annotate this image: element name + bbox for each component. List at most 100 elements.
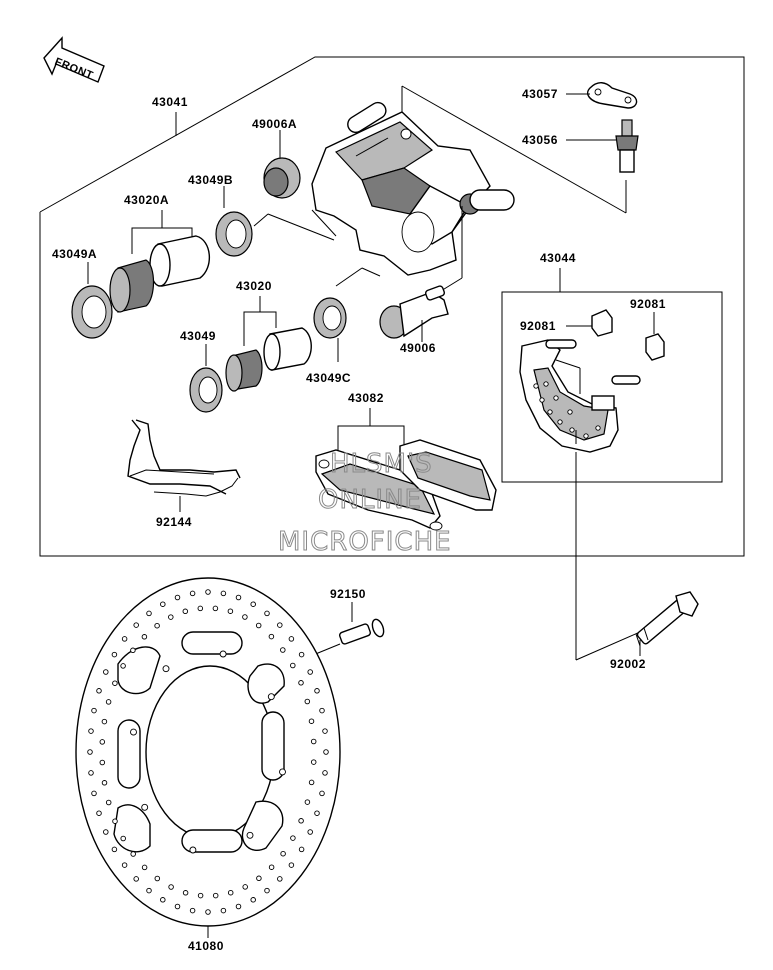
drill-hole <box>103 829 109 835</box>
drill-hole <box>319 790 325 797</box>
drill-hole <box>189 907 196 914</box>
drill-hole <box>130 647 136 654</box>
drill-hole <box>88 770 94 776</box>
drill-hole <box>162 665 170 673</box>
drill-hole <box>160 897 166 903</box>
drill-hole <box>219 650 227 658</box>
drill-hole <box>189 590 196 597</box>
label-43082: 43082 <box>348 391 384 405</box>
drill-hole <box>264 610 270 617</box>
label-43056: 43056 <box>522 133 558 147</box>
drill-hole <box>290 662 296 669</box>
drill-hole <box>96 810 102 816</box>
drill-hole <box>205 589 211 595</box>
drill-hole <box>141 803 149 811</box>
drill-hole <box>235 594 242 601</box>
drill-hole <box>101 718 108 725</box>
drill-hole <box>212 892 219 899</box>
watermark-line-3: MICROFICHE <box>278 527 452 557</box>
drill-hole <box>314 810 320 816</box>
caliper-body <box>311 85 627 295</box>
part-labels: 43041 49006A 43049B 43020A 43049A 43020 … <box>52 87 666 953</box>
drill-hole <box>220 590 227 597</box>
drill-hole <box>246 831 254 839</box>
drill-hole <box>111 651 118 658</box>
label-43049c: 43049C <box>306 371 351 385</box>
drill-hole <box>288 636 295 642</box>
drill-hole <box>220 907 227 914</box>
drill-hole <box>133 622 139 628</box>
brake-disc-41080 <box>75 577 341 938</box>
drill-hole <box>307 829 313 835</box>
guide-pin-49006 <box>379 285 449 342</box>
caliper-assembly-outline <box>39 56 745 557</box>
clip-92081-right <box>645 312 665 361</box>
drill-hole <box>298 846 305 853</box>
drill-hole <box>160 601 166 607</box>
drill-hole <box>307 669 313 675</box>
disc-vent-slots <box>113 631 285 853</box>
drill-hole <box>96 688 102 694</box>
bracket-holes <box>533 381 601 439</box>
drill-hole <box>120 835 126 842</box>
drill-hole <box>168 884 174 890</box>
brake-pads-43082 <box>315 408 497 531</box>
drill-hole <box>308 718 315 724</box>
drill-hole <box>88 728 94 734</box>
drill-hole <box>174 903 181 910</box>
watermark: HLSM'S ONLINE MICROFICHE <box>278 449 452 558</box>
label-43044: 43044 <box>540 251 576 265</box>
drill-hole <box>235 903 242 910</box>
drill-hole <box>121 636 128 642</box>
drill-hole <box>101 780 108 786</box>
drill-hole <box>290 835 296 841</box>
drill-hole <box>130 851 136 857</box>
boot-49006a <box>263 130 301 199</box>
label-43041: 43041 <box>152 95 188 109</box>
drill-hole <box>323 749 329 755</box>
drill-hole <box>242 614 248 620</box>
drill-hole <box>298 651 305 658</box>
drill-hole <box>205 909 211 915</box>
drill-hole <box>250 601 256 607</box>
drill-hole <box>121 862 128 868</box>
drill-hole <box>268 864 275 870</box>
label-92081-right: 92081 <box>630 297 666 311</box>
drill-hole <box>277 622 283 628</box>
pad-spring-92144 <box>127 419 241 512</box>
drill-hole <box>189 846 197 854</box>
seal-43049b <box>215 186 335 257</box>
drill-hole <box>227 608 234 614</box>
drill-hole <box>91 790 97 797</box>
drill-hole <box>277 876 283 882</box>
drill-hole <box>279 768 286 776</box>
drill-hole <box>314 688 320 694</box>
label-92081-left: 92081 <box>520 319 556 333</box>
drill-hole <box>250 897 256 903</box>
label-49006a: 49006A <box>252 117 297 131</box>
bleeder-cap <box>566 82 638 109</box>
drill-hole <box>168 614 174 620</box>
drill-hole <box>310 738 317 745</box>
label-41080: 41080 <box>188 939 224 953</box>
drill-hole <box>212 605 219 612</box>
label-92150: 92150 <box>330 587 366 601</box>
drill-hole <box>242 884 248 890</box>
pistons-43020a <box>109 210 210 313</box>
seal-43049c <box>313 297 347 362</box>
drill-hole <box>197 892 204 899</box>
drill-hole <box>87 749 93 755</box>
label-43049a: 43049A <box>52 247 97 261</box>
drill-hole <box>255 622 262 629</box>
pistons-43020 <box>225 267 381 392</box>
drill-hole <box>130 728 137 736</box>
drill-hole <box>322 728 328 734</box>
drill-hole <box>112 818 118 824</box>
drill-hole <box>267 693 275 701</box>
label-92144: 92144 <box>156 515 192 529</box>
drill-hole <box>111 846 118 853</box>
clip-92081-left <box>566 309 613 337</box>
seal-43049 <box>189 344 223 413</box>
drill-hole <box>182 890 189 896</box>
